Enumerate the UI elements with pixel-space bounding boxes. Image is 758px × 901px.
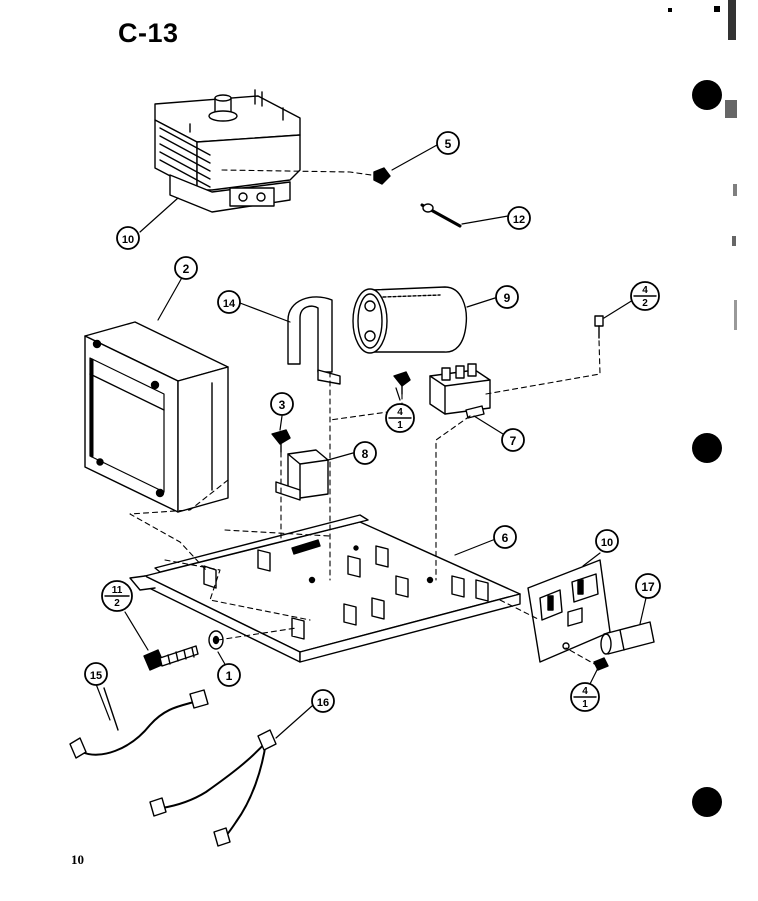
interlock-bracket	[275, 449, 329, 501]
callout-14: 14	[217, 290, 241, 314]
svg-text:3: 3	[279, 398, 286, 412]
board-screw	[593, 657, 609, 671]
small-screw-top-right	[594, 315, 604, 339]
wire-harness-15	[69, 687, 209, 759]
relay	[429, 363, 491, 419]
svg-text:12: 12	[513, 214, 525, 226]
svg-text:15: 15	[90, 670, 102, 682]
binder-hole-top	[692, 80, 722, 110]
callout-12: 12	[507, 206, 531, 230]
callout-3: 3	[270, 392, 294, 416]
page-number: 10	[71, 852, 84, 867]
assembly-lines	[129, 169, 601, 667]
svg-text:6: 6	[502, 531, 509, 545]
callout-7: 7	[501, 428, 525, 452]
base-plate	[129, 514, 521, 663]
noise-filter-board	[527, 559, 611, 663]
small-screw-cap	[393, 371, 411, 395]
magnetron	[154, 89, 301, 213]
svg-text:1: 1	[582, 699, 588, 710]
svg-text:14: 14	[223, 298, 236, 310]
callout-5: 5	[436, 131, 460, 155]
svg-text:2: 2	[114, 598, 120, 609]
callouts: 5 10 12 2 14 9 3 7	[84, 131, 661, 713]
svg-text:4: 4	[397, 407, 403, 418]
svg-text:8: 8	[362, 447, 369, 461]
svg-text:1: 1	[397, 420, 403, 431]
callout-15: 15	[84, 662, 108, 686]
thermal-probe	[420, 203, 462, 228]
callout-10-top: 10	[116, 226, 140, 250]
callout-6: 6	[493, 525, 517, 549]
svg-text:9: 9	[504, 291, 511, 305]
hv-capacitor	[352, 286, 468, 354]
svg-text:17: 17	[641, 580, 655, 594]
mounting-bolt	[143, 645, 199, 671]
transformer	[84, 321, 229, 513]
callout-2: 2	[174, 256, 198, 280]
svg-text:10: 10	[601, 537, 613, 549]
callout-10-right: 10	[595, 529, 619, 553]
callout-4-over-2: 4 2	[630, 281, 660, 311]
svg-text:4: 4	[642, 285, 648, 296]
svg-text:1: 1	[226, 669, 233, 683]
svg-text:2: 2	[642, 298, 648, 309]
callout-17: 17	[635, 573, 661, 599]
binder-hole-bottom	[692, 787, 722, 817]
callout-8: 8	[353, 441, 377, 465]
scan-edge-marks	[668, 0, 737, 330]
fuse	[600, 621, 655, 655]
leader-lines	[95, 144, 647, 739]
wire-harness-16	[149, 729, 277, 847]
svg-text:11: 11	[112, 585, 123, 596]
callout-4-over-1-b: 4 1	[570, 682, 600, 712]
callout-1: 1	[217, 663, 241, 687]
svg-text:2: 2	[183, 262, 190, 276]
svg-text:16: 16	[317, 697, 329, 709]
callout-11-over-2: 11 2	[101, 580, 133, 612]
svg-text:4: 4	[582, 686, 588, 697]
callout-16: 16	[311, 689, 335, 713]
capacitor-bracket	[287, 296, 341, 385]
binder-hole-middle	[692, 433, 722, 463]
small-screw-3	[271, 429, 291, 453]
magnetron-screw	[373, 167, 391, 185]
washer	[208, 630, 224, 650]
svg-text:10: 10	[122, 234, 134, 246]
callout-9: 9	[495, 285, 519, 309]
callout-4-over-1-a: 4 1	[385, 403, 415, 433]
svg-text:5: 5	[445, 137, 452, 151]
page-title: C-13	[118, 18, 179, 48]
svg-text:7: 7	[510, 434, 517, 448]
